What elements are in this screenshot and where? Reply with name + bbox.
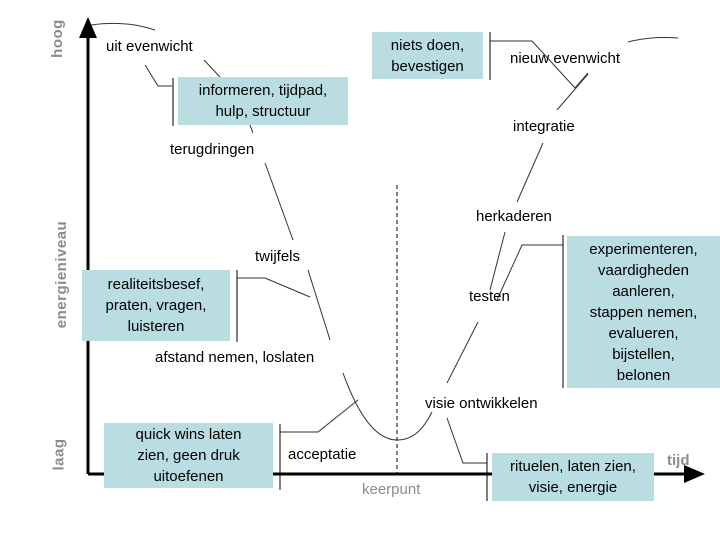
box-line: zien, geen druk — [137, 447, 240, 464]
action-box-experimenteren: experimenteren, vaardigheden aanleren, stap… — [567, 236, 720, 388]
box-line: belonen — [616, 366, 671, 384]
axis-label-low: laag — [50, 438, 68, 471]
phase-testen: testen — [469, 288, 510, 305]
box-line: aanleren, — [612, 282, 675, 300]
energy-curve — [90, 22, 679, 441]
box-line: realiteitsbesef, — [107, 276, 205, 293]
phase-nieuw-evenwicht: nieuw evenwicht — [510, 50, 621, 67]
phase-afstand: afstand nemen, loslaten — [155, 349, 315, 366]
action-box-informeren: informeren, tijdpad, hulp, structuur — [178, 77, 348, 125]
box-line: hulp, structuur — [215, 103, 311, 120]
box-line: bijstellen, — [612, 345, 675, 363]
box-line: luisteren — [127, 318, 185, 335]
phase-terugdringen: terugdringen — [170, 141, 255, 158]
axis-label-time: tijd — [667, 452, 690, 469]
phase-uit-evenwicht: uit evenwicht — [106, 38, 193, 55]
box-line: uitoefenen — [153, 468, 224, 485]
box-line: vaardigheden — [598, 261, 689, 279]
phase-acceptatie: acceptatie — [288, 446, 357, 463]
box-line: informeren, tijdpad, — [198, 82, 328, 99]
action-box-realiteit: realiteitsbesef, praten, vragen, luisteren — [82, 270, 230, 341]
box-line: evalueren, — [608, 324, 679, 342]
box-line: bevestigen — [391, 57, 464, 75]
box-line: stappen nemen, — [589, 303, 698, 321]
action-box-rituelen: rituelen, laten zien, visie, energie — [492, 453, 654, 501]
box-line: niets doen, — [390, 36, 465, 54]
axis-label-energy: energieniveau — [53, 220, 71, 329]
action-box-quick-wins: quick wins laten zien, geen druk uitoefene… — [104, 423, 273, 488]
phase-visie: visie ontwikkelen — [425, 395, 538, 412]
axis-label-high: hoog — [48, 19, 66, 58]
turning-point-label: keerpunt — [362, 481, 421, 498]
phase-integratie: integratie — [513, 118, 575, 135]
box-line: rituelen, laten zien, — [510, 458, 636, 475]
phase-herkaderen: herkaderen — [476, 208, 552, 225]
box-line: quick wins laten — [135, 426, 242, 443]
box-line: praten, vragen, — [105, 297, 207, 314]
phase-twijfels: twijfels — [255, 248, 301, 265]
box-line: experimenteren, — [589, 240, 698, 258]
box-line: visie, energie — [528, 479, 618, 496]
connector-lines — [144, 32, 589, 501]
action-box-niets-doen: niets doen, bevestigen — [372, 32, 483, 79]
